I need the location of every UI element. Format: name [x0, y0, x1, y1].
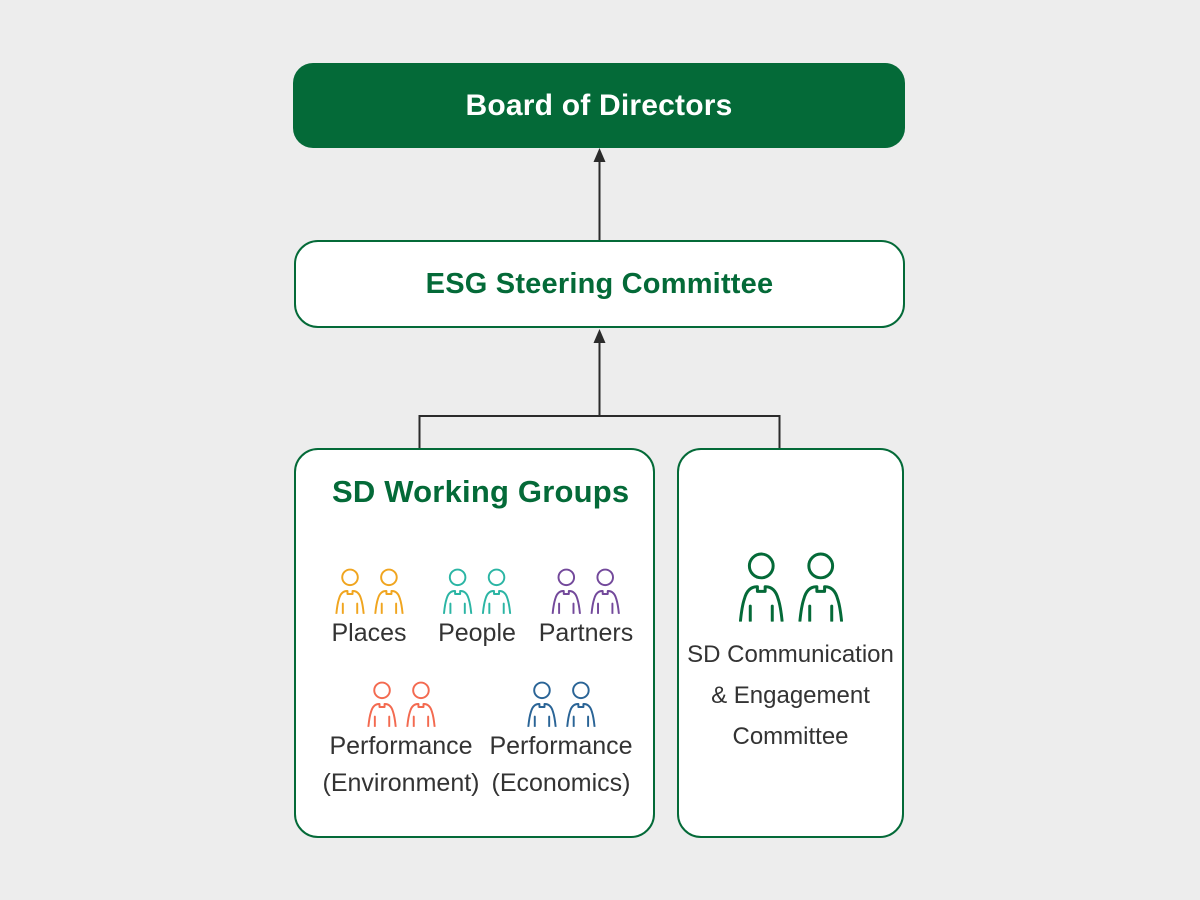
sd-communication-committee-box: SD Communication & Engagement Committee	[677, 448, 904, 838]
workgroup-label: Places	[331, 619, 407, 647]
workgroup-label: People	[438, 619, 516, 647]
people-pair-icon	[550, 567, 622, 614]
committee-title-line: SD Communication	[687, 641, 894, 668]
workgroup-sublabel: (Economics)	[491, 769, 631, 797]
people-pair-icon	[333, 567, 405, 614]
workgroup-label: Performance	[329, 732, 473, 760]
people-pair-icon	[365, 680, 437, 727]
esg-steering-committee-title: ESG Steering Committee	[425, 267, 774, 300]
people-pair-icon	[441, 567, 513, 614]
workgroup-label: Partners	[538, 619, 634, 647]
esg-steering-committee-box: ESG Steering Committee	[294, 240, 905, 328]
workgroup-partners: Partners	[539, 567, 633, 648]
sd-communication-committee-title: SD Communication & Engagement Committee	[687, 634, 894, 757]
workgroup-sublabel: (Environment)	[322, 769, 480, 797]
board-of-directors-title: Board of Directors	[465, 88, 733, 122]
board-of-directors-box: Board of Directors	[293, 63, 905, 148]
sd-working-groups-title: SD Working Groups	[332, 474, 630, 509]
workgroup-people: People	[438, 567, 516, 648]
people-pair-icon	[525, 680, 597, 727]
committee-title-line: Committee	[732, 723, 849, 750]
sd-working-groups-box: SD Working Groups Places People Partners…	[294, 448, 655, 838]
committee-title-line: & Engagement	[711, 682, 870, 709]
workgroup-performance-environment: Performance (Environment)	[323, 680, 480, 798]
connector-tee	[418, 415, 781, 448]
workgroup-label: Performance	[489, 732, 633, 760]
workgroup-performance-economics: Performance (Economics)	[489, 680, 633, 798]
arrow-groups-to-esg	[593, 329, 606, 416]
workgroup-places: Places	[331, 567, 407, 648]
people-pair-icon	[736, 550, 846, 622]
arrow-esg-to-board	[593, 148, 606, 240]
